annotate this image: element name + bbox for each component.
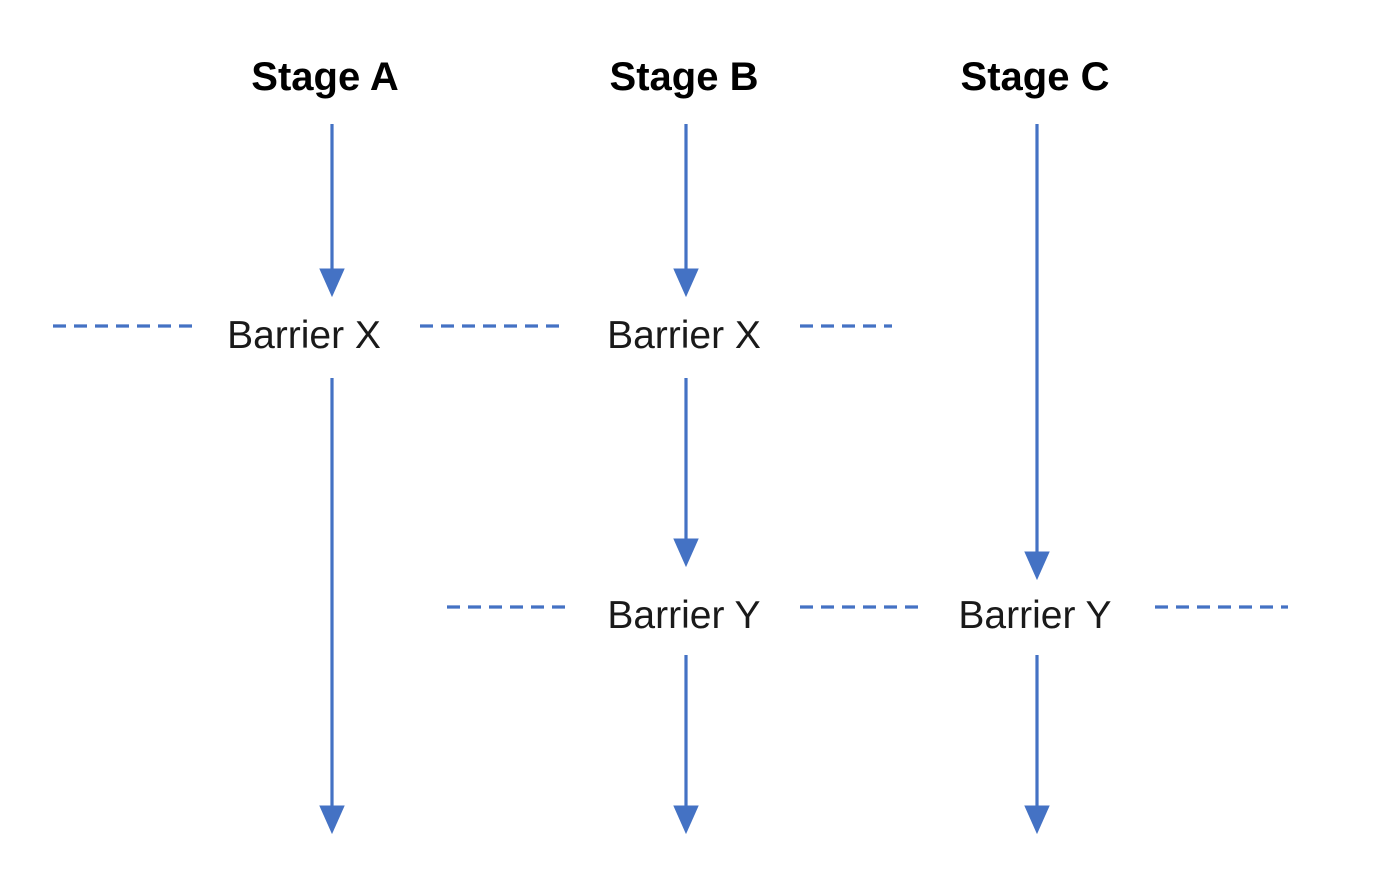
stage-heading-a: Stage A [251, 55, 398, 99]
arrow-group [319, 124, 1050, 835]
barrier-label-y-stage-c: Barrier Y [958, 594, 1111, 637]
barrier-label-x-stage-b: Barrier X [607, 314, 761, 357]
stage-heading-b: Stage B [610, 55, 759, 99]
stage-heading-c: Stage C [961, 55, 1110, 99]
barrier-label-x-stage-a: Barrier X [227, 314, 381, 357]
barrier-label-y-stage-b: Barrier Y [607, 594, 760, 637]
dashed-line-group [53, 324, 1288, 609]
